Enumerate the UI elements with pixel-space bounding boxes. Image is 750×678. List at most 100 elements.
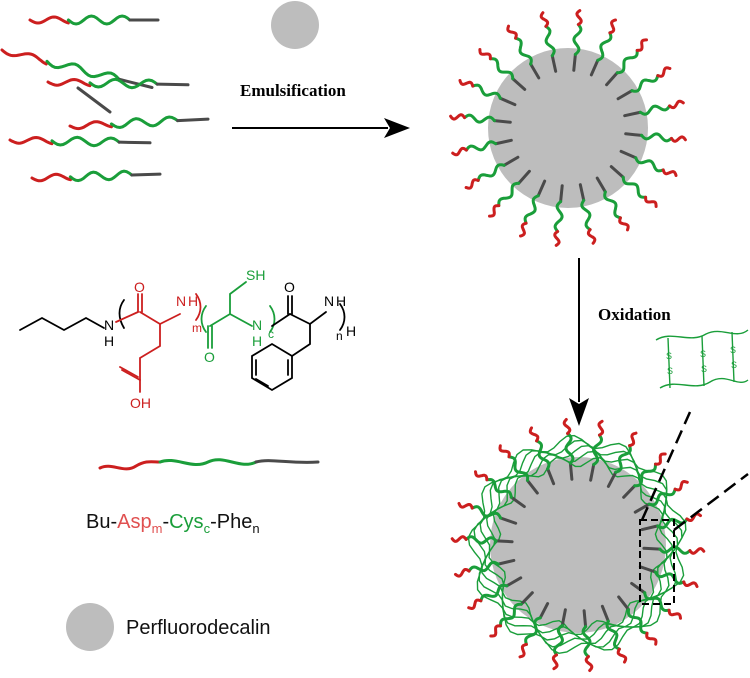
phe-segment — [536, 179, 547, 198]
asp-segment — [539, 11, 550, 28]
phe-segment — [117, 140, 152, 145]
cys-segment — [614, 444, 632, 474]
asp-segment — [518, 642, 528, 659]
cys-segment — [470, 505, 503, 520]
asp-segment — [498, 444, 511, 459]
phe-segment — [617, 595, 631, 612]
asp-segment — [618, 216, 630, 232]
cys-segment — [647, 487, 677, 507]
asp-segment — [464, 178, 480, 190]
asp-segment — [562, 418, 572, 435]
cys-segment — [653, 570, 686, 585]
cys-segment — [572, 23, 583, 56]
phe-segment — [640, 524, 660, 532]
asp-segment — [584, 655, 594, 672]
asp-segment — [457, 502, 474, 510]
phe-segment — [511, 77, 527, 91]
cys-segment — [633, 462, 657, 488]
phe-segment — [130, 172, 162, 177]
cys-segment — [640, 132, 673, 143]
phe-segment — [623, 110, 642, 118]
s-label: S — [730, 345, 736, 355]
phe-segment — [550, 54, 558, 73]
asp-segment — [488, 204, 501, 218]
svg-text:c: c — [268, 327, 274, 341]
asp-segment — [645, 631, 658, 646]
asp-segment — [8, 135, 54, 146]
svg-text:N: N — [252, 317, 262, 333]
svg-text:H: H — [188, 293, 198, 309]
zoom-box — [639, 519, 675, 605]
phe-segment — [517, 169, 531, 185]
svg-text:H: H — [104, 333, 114, 349]
phe-segment — [578, 183, 586, 202]
svg-text:H: H — [346, 323, 356, 339]
svg-text:N: N — [176, 293, 186, 309]
asp-segment — [450, 535, 468, 543]
phe-segment — [499, 516, 518, 525]
cys-segment — [485, 477, 513, 499]
asp-segment — [654, 452, 667, 466]
asp-segment — [628, 431, 638, 448]
asp-segment — [597, 419, 605, 437]
cys-segment — [479, 583, 509, 603]
perfluorodecalin-label: Perfluorodecalin — [126, 617, 271, 639]
asp-segment — [688, 547, 706, 555]
cys-segment — [638, 104, 672, 116]
cys-segment — [553, 200, 564, 233]
cys-segment — [544, 24, 556, 58]
cys-segment — [50, 135, 121, 148]
phe-segment — [568, 461, 574, 481]
phe-segment — [502, 155, 520, 167]
asp-segment — [519, 221, 528, 238]
phe-segment — [525, 478, 539, 495]
s-label: S — [667, 366, 673, 376]
cys-segment — [564, 432, 575, 465]
asp-segment — [506, 24, 518, 40]
asp-segment — [608, 18, 617, 35]
phe-segment — [509, 495, 526, 509]
asp-segment — [553, 230, 561, 247]
phe-segment — [496, 558, 516, 566]
asp-segment — [656, 66, 672, 78]
crosslink-mesh — [467, 434, 687, 655]
phe-segment — [492, 119, 512, 124]
cys-segment — [514, 36, 533, 66]
svg-text:OH: OH — [130, 395, 151, 411]
phe-segment — [600, 604, 610, 623]
chemical-structure — [19, 281, 346, 393]
phe-segment — [76, 86, 112, 114]
svg-text:O: O — [284, 279, 295, 295]
asp-segment — [635, 38, 648, 52]
disulfide-inset — [655, 329, 749, 389]
asp-segment — [682, 580, 699, 588]
cys-segment — [596, 31, 613, 62]
cys-segment — [626, 608, 649, 635]
cys-segment — [630, 74, 660, 93]
phe-segment — [559, 184, 564, 204]
cys-segment — [45, 59, 121, 81]
emulsification-label: Emulsification — [240, 81, 346, 100]
asp-segment — [449, 113, 466, 121]
phe-segment — [630, 581, 647, 595]
oxidation-arrow — [569, 258, 589, 426]
cys-segment — [581, 625, 592, 658]
svg-text:N: N — [104, 317, 114, 333]
svg-text:O: O — [134, 279, 145, 295]
phe-segment — [609, 165, 625, 179]
phe-segment — [619, 149, 638, 160]
cys-segment — [605, 619, 621, 651]
svg-text:O: O — [204, 349, 215, 365]
phe-segment — [546, 467, 556, 486]
phe-segment — [642, 546, 662, 551]
asp-segment — [661, 168, 678, 177]
cys-segment — [467, 560, 500, 573]
asp-segment — [474, 470, 489, 482]
s-label: S — [701, 364, 707, 374]
cys-segment — [507, 455, 530, 482]
cys-segment — [552, 624, 564, 657]
phe-segment — [560, 608, 567, 627]
cys-segment — [68, 169, 134, 183]
cys-segment — [88, 77, 159, 90]
